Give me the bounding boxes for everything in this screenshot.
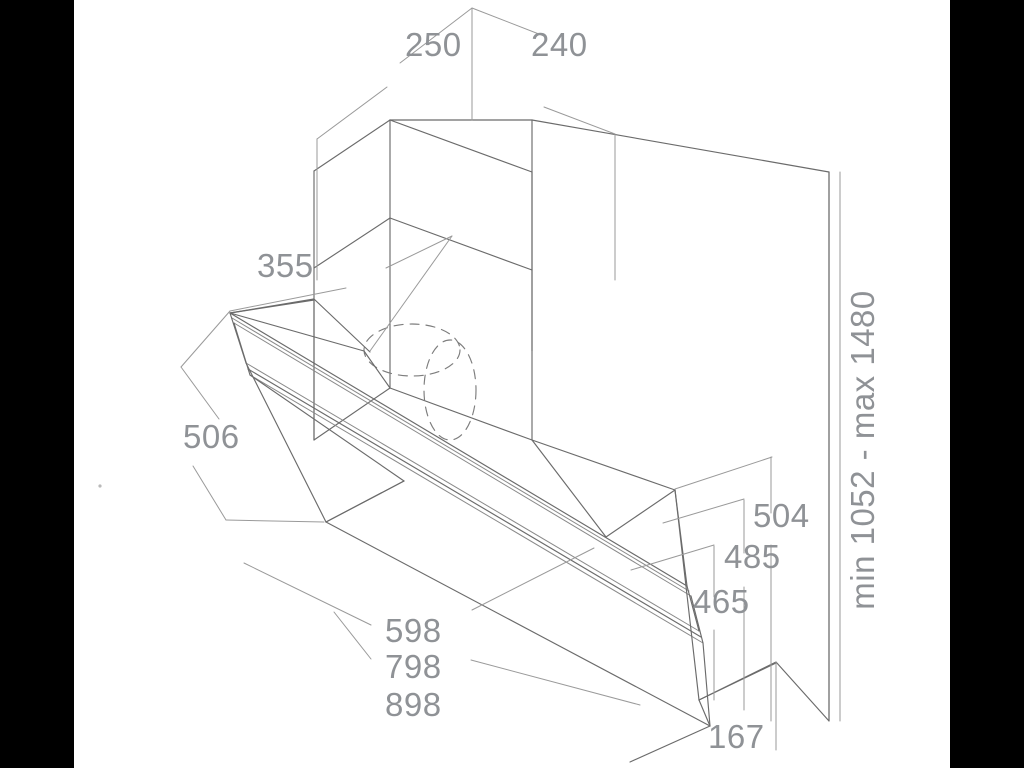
- label-465: 465: [693, 583, 750, 620]
- hood-right-side: [531, 439, 830, 727]
- duct-outlet-dashed: [363, 323, 477, 441]
- label-506: 506: [183, 418, 240, 455]
- chimney-lower: [313, 217, 533, 441]
- label-598: 598: [385, 612, 442, 649]
- label-898: 898: [385, 686, 442, 723]
- drawing-canvas: 250 240 355 506 598 798 898 504 485 465 …: [74, 0, 950, 768]
- dimension-355: [229, 235, 453, 352]
- label-355: 355: [257, 247, 314, 284]
- hood-top-surface: [229, 298, 391, 441]
- chimney-upper: [313, 119, 533, 271]
- label-504: 504: [753, 497, 810, 534]
- label-167: 167: [708, 718, 765, 755]
- dimension-506: [180, 310, 325, 523]
- wall-plane: [531, 119, 830, 722]
- dimension-240: [471, 7, 616, 281]
- label-total-height: min 1052 - max 1480: [844, 290, 881, 610]
- label-485: 485: [724, 538, 781, 575]
- label-798: 798: [385, 648, 442, 685]
- dimension-485: [662, 498, 745, 711]
- label-240: 240: [531, 26, 588, 63]
- dimension-798: [333, 611, 641, 706]
- hood-underside: [325, 480, 711, 763]
- dimension-598: [243, 547, 595, 626]
- scan-speck: [98, 484, 102, 488]
- technical-drawing-svg: 250 240 355 506 598 798 898 504 485 465 …: [98, 7, 881, 763]
- dimension-504: [674, 456, 773, 722]
- dimension-465: [630, 544, 715, 701]
- hood-glass-panel: [229, 312, 704, 644]
- dimension-labels: 250 240 355 506 598 798 898 504 485 465 …: [183, 26, 881, 755]
- dimension-250: [316, 7, 473, 281]
- label-250: 250: [405, 26, 462, 63]
